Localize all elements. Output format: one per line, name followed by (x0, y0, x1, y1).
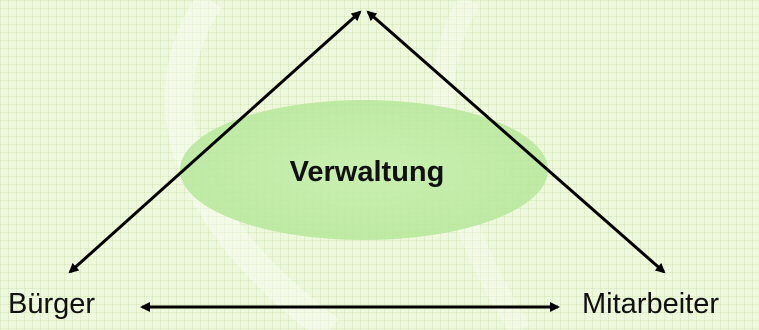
node-label-verwaltung: Verwaltung (289, 156, 445, 188)
node-label-buerger: Bürger (8, 288, 96, 320)
arrow-right-to-apex (366, 10, 666, 274)
node-label-mitarbeiter: Mitarbeiter (582, 288, 719, 320)
arrow-left-to-apex (68, 10, 362, 274)
